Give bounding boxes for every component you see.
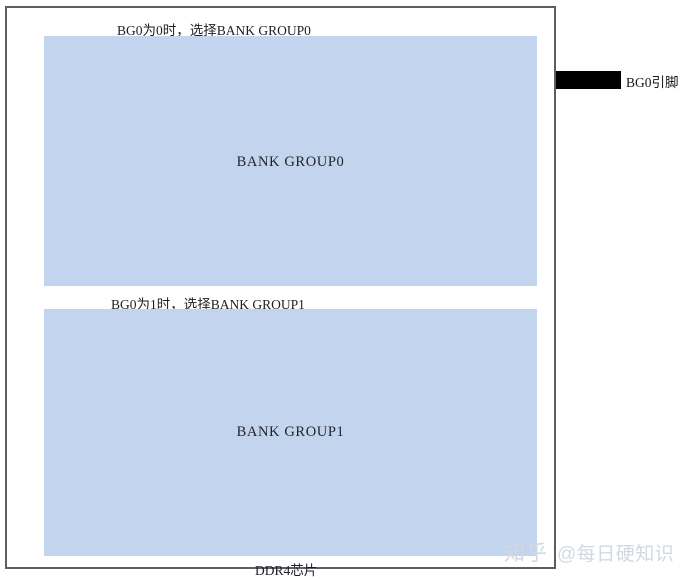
- bank-group-0-label: BANK GROUP0: [236, 153, 345, 170]
- bank-group-0-block: BANK GROUP0: [44, 36, 537, 286]
- bg0-pin-bar: [556, 71, 621, 89]
- bg0-pin-label: BG0引脚: [626, 75, 679, 90]
- caption-bank-group-1: BG0为1时，选择BANK GROUP1: [111, 297, 305, 312]
- bank-group-1-block: BANK GROUP1: [44, 309, 537, 556]
- chip-name-label: DDR4芯片: [255, 563, 318, 578]
- bank-group-1-label: BANK GROUP1: [236, 424, 345, 440]
- ddr4-chip-outline: BG0为0时，选择BANK GROUP0 BANK GROUP0 BG0为1时，…: [5, 6, 556, 578]
- watermark-handle: @每日硬知识: [557, 543, 675, 565]
- caption-bank-group-0: BG0为0时，选择BANK GROUP0: [117, 23, 311, 38]
